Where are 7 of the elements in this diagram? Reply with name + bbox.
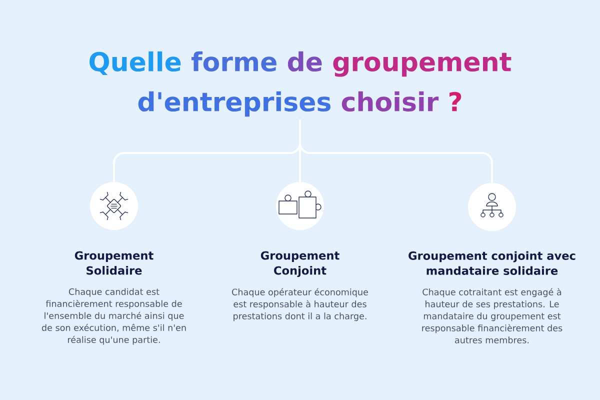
card-text: Chaque opérateur économique est responsable à hauteur des prestations dont il a la charge. <box>232 288 368 322</box>
card-heading: Groupement Conjoint <box>260 251 340 278</box>
card-heading: Groupement conjoint avec mandataire solidaire <box>408 251 576 275</box>
title: Quelle forme de groupement d'entreprises choisir ? <box>90 51 512 117</box>
card-text: Chaque candidat est financièrement responsable de l'ensemble du marché ainsi que de son exécution, même s'il n'en réalise qu'une partie. <box>42 288 186 345</box>
card-heading: Groupement Solidaire <box>74 251 154 275</box>
card-text: Chaque cotraitant est engagé à hauteur de ses prestations. Le mandataire du groupement est responsable financièrement des autres membres. <box>422 288 562 344</box>
